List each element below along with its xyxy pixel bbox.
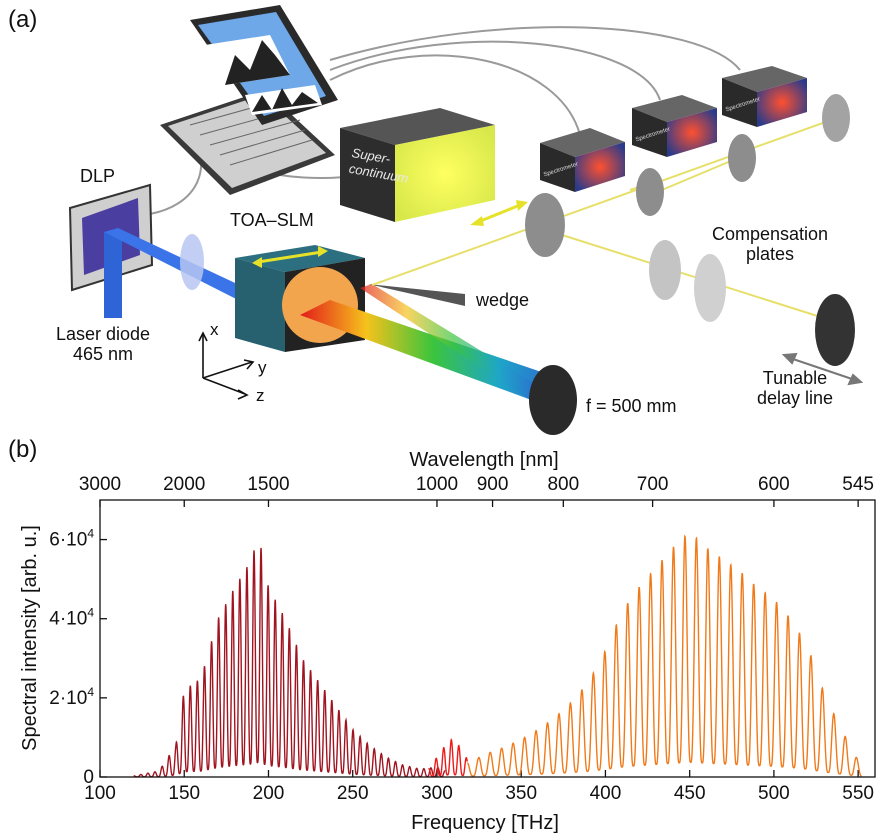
x-tick-label: 400 — [590, 783, 622, 804]
x-axis-title: Frequency [THz] — [411, 812, 559, 834]
panel-b-label: (b) — [8, 436, 38, 463]
plot-frame — [99, 499, 876, 778]
top-tick-label: 1500 — [247, 474, 289, 495]
x-tick-label: 350 — [505, 783, 537, 804]
spectrum-line — [428, 738, 468, 777]
y-tick-exponent: 4 — [87, 606, 94, 620]
x-tick-label: 150 — [168, 783, 200, 804]
setup-diagram — [68, 5, 864, 435]
y-axis-title: Spectral intensity [arb. u.] — [19, 525, 41, 751]
compensation-line2: plates — [745, 244, 795, 264]
y-tick-base: 0 — [83, 767, 94, 788]
focal-length-label: f = 500 mm — [586, 396, 677, 416]
dispersed-beam — [300, 284, 565, 405]
top-axis: 3000 2000 1500 1000 900 800 700 600 545 — [79, 474, 874, 507]
y-tick-base: 2·10 — [49, 688, 87, 709]
x-tick-label: 200 — [253, 783, 285, 804]
lenses — [525, 94, 855, 366]
spectrum-line — [133, 547, 446, 778]
y-tick-base: 6·10 — [49, 530, 87, 551]
y-tick-label: 0 — [83, 767, 94, 788]
compensation-plates-label: Compensation plates — [690, 224, 850, 264]
focusing-mirror-icon — [529, 365, 577, 435]
tunable-delay-label: Tunable delay line — [740, 368, 850, 408]
laptop-icon — [160, 5, 338, 195]
cables — [117, 26, 741, 217]
top-tick-label: 900 — [477, 474, 509, 495]
compensation-line1: Compensation — [711, 224, 829, 244]
top-tick-label: 2000 — [163, 474, 205, 495]
supercontinuum-source-icon — [340, 108, 495, 222]
top-axis-title: Wavelength [nm] — [409, 449, 558, 471]
spectrum-line — [467, 534, 862, 777]
dlp-label: DLP — [80, 166, 116, 186]
x-tick-label: 300 — [421, 783, 453, 804]
coordinate-axes — [198, 331, 255, 400]
top-tick-label: 600 — [758, 474, 790, 495]
top-tick-label: 545 — [842, 474, 874, 495]
wedge-icon — [368, 284, 465, 306]
laser-beam — [104, 228, 250, 318]
supercontinuum-arrow — [477, 203, 521, 224]
spectrometer-icons — [540, 66, 807, 192]
lens-icon — [180, 234, 204, 290]
top-tick-label: 1000 — [416, 474, 458, 495]
delay-arrow — [781, 352, 864, 386]
tunable-line1: Tunable — [762, 368, 828, 388]
y-tick-label: 2·104 — [49, 685, 94, 709]
y-tick-base: 4·10 — [49, 609, 87, 630]
top-tick-label: 700 — [637, 474, 669, 495]
axis-z-label: z — [256, 386, 265, 405]
x-tick-label: 550 — [842, 783, 874, 804]
laser-diode-label: Laser diode 465 nm — [38, 324, 168, 364]
x-tick-label: 100 — [84, 783, 116, 804]
x-tick-label: 500 — [758, 783, 790, 804]
panel-a-label: (a) — [8, 6, 38, 33]
y-tick-exponent: 4 — [87, 527, 94, 541]
laser-diode-line1: Laser diode — [55, 324, 151, 344]
y-tick-label: 4·104 — [49, 606, 94, 630]
top-tick-label: 800 — [547, 474, 579, 495]
toa-slm-label: TOA–SLM — [230, 210, 314, 230]
y-tick-label: 6·104 — [49, 527, 94, 551]
tunable-line2: delay line — [756, 388, 834, 408]
toa-slm-icon — [235, 245, 365, 352]
y-tick-exponent: 4 — [87, 685, 94, 699]
spectrum-series — [133, 534, 862, 778]
top-tick-label: 3000 — [79, 474, 121, 495]
axis-y-label: y — [258, 358, 267, 377]
x-axis: 100 150 200 250 300 350 400 450 500 550 — [84, 770, 874, 804]
x-tick-label: 250 — [337, 783, 369, 804]
x-tick-label: 450 — [674, 783, 706, 804]
laser-diode-line2: 465 nm — [72, 344, 134, 364]
axis-x-label: x — [210, 320, 219, 339]
wedge-label: wedge — [476, 290, 530, 310]
